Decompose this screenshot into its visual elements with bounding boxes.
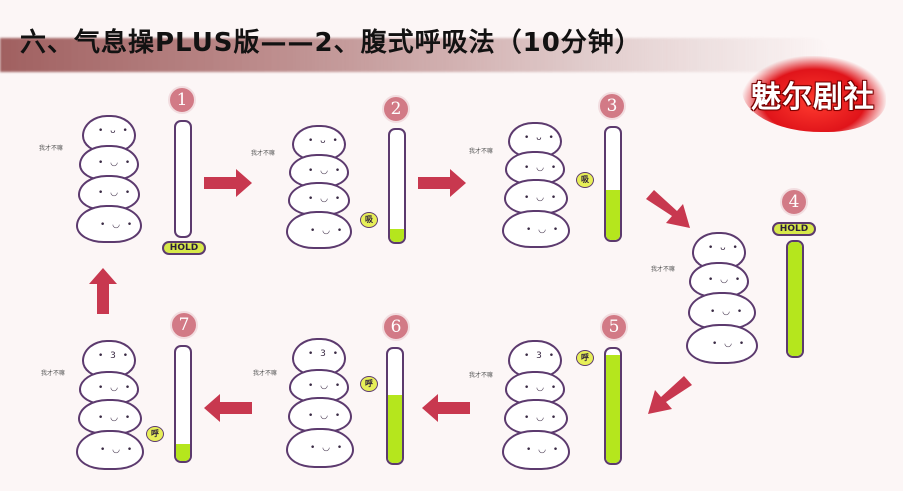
- meter-fill: [176, 443, 190, 461]
- inhale-badge: 吸: [576, 172, 594, 188]
- body-stack: • 3 • • ◡ • • ◡ • • ◡ •: [286, 338, 354, 468]
- meter-fill: [388, 394, 402, 463]
- breath-meter: [786, 240, 804, 358]
- breath-meter: [604, 126, 622, 242]
- brand-logo: 魅尔剧社: [738, 56, 888, 136]
- step-note: 我才不嘛: [468, 372, 493, 379]
- step-number: 7: [170, 311, 198, 339]
- step-note: 我才不嘛: [650, 266, 675, 273]
- meter-fill: [606, 189, 620, 240]
- meter-fill: [390, 228, 404, 242]
- body-stack: • ᴗ • • ◡ • • ◡ • • ◡ •: [76, 115, 142, 245]
- body-stack: • 3 • • ◡ • • ◡ • • ◡ •: [76, 340, 144, 470]
- step-number: 1: [168, 86, 196, 114]
- step-number: 4: [780, 188, 808, 216]
- step-note: 我才不嘛: [252, 370, 277, 377]
- breath-meter: [174, 120, 192, 238]
- meter-fill: [606, 354, 620, 463]
- step-note: 我才不嘛: [468, 148, 493, 155]
- exhale-badge: 呼: [576, 350, 594, 366]
- arrow-left-icon: [204, 394, 252, 422]
- hold-badge: HOLD: [162, 241, 206, 255]
- breath-meter: [604, 347, 622, 465]
- arrow-down-left-icon: [648, 376, 692, 414]
- body-stack: • ᴗ • • ◡ • • ◡ • • ◡ •: [286, 125, 352, 249]
- title-brush-stroke: [0, 38, 830, 72]
- body-stack: • ᴗ • • ◡ • • ◡ • • ◡ •: [502, 122, 570, 248]
- page-title: 六、气息操PLUS版——2、腹式呼吸法（10分钟）: [20, 28, 642, 58]
- breath-meter: [388, 128, 406, 244]
- inhale-badge: 吸: [360, 212, 378, 228]
- step-note: 我才不嘛: [38, 145, 63, 152]
- exhale-badge: 呼: [360, 376, 378, 392]
- body-stack: • ᴗ • • ◡ • • ◡ • • ◡ •: [686, 232, 758, 364]
- arrow-left-icon: [422, 394, 470, 422]
- step-note: 我才不嘛: [250, 150, 275, 157]
- breath-meter: [386, 347, 404, 465]
- step-number: 5: [600, 313, 628, 341]
- breath-meter: [174, 345, 192, 463]
- arrow-up-icon: [89, 268, 117, 314]
- arrow-right-icon: [204, 169, 252, 197]
- arrow-right-icon: [418, 169, 466, 197]
- flame-icon: [742, 56, 886, 132]
- meter-fill: [788, 242, 802, 356]
- logo-text: 魅尔剧社: [751, 80, 875, 115]
- body-stack: • 3 • • ◡ • • ◡ • • ◡ •: [502, 340, 570, 470]
- step-number: 2: [382, 95, 410, 123]
- step-number: 3: [598, 92, 626, 120]
- exhale-badge: 呼: [146, 426, 164, 442]
- arrow-down-right-icon: [646, 190, 690, 228]
- step-note: 我才不嘛: [40, 370, 65, 377]
- hold-badge: HOLD: [772, 222, 816, 236]
- step-number: 6: [382, 313, 410, 341]
